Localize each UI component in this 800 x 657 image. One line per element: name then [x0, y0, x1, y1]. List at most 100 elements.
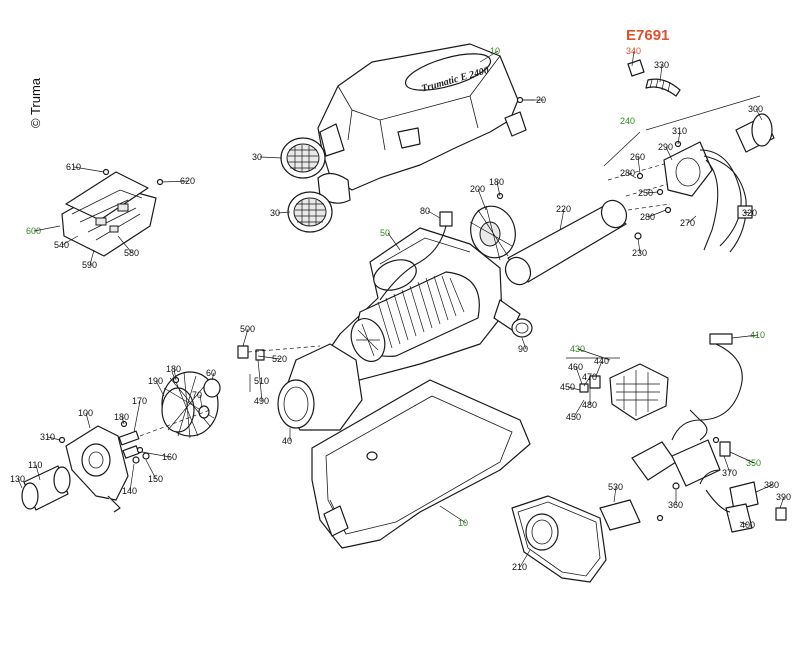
leader-line-30: [277, 211, 291, 214]
leader-line-370: [723, 455, 731, 474]
spring-140: [132, 456, 140, 464]
motor-130: [21, 465, 71, 511]
part-label-40: 40: [282, 436, 292, 446]
part-label-470: 470: [582, 372, 597, 382]
control-unit-350: [631, 333, 787, 533]
leader-line-290: [665, 146, 673, 161]
leader-line-400: [739, 521, 749, 526]
part-label-290: 290: [658, 142, 673, 152]
leader-line-10: [439, 505, 467, 524]
part-label-30: 30: [270, 208, 280, 218]
leader-line-260: [637, 156, 641, 175]
part-label-140: 140: [122, 486, 137, 496]
connector-block-430: [579, 363, 669, 421]
part-label-130: 130: [10, 474, 25, 484]
part-label-450: 450: [560, 382, 575, 392]
ring-90: [511, 318, 533, 338]
leader-line-390: [779, 496, 785, 509]
leader-line-10: [479, 50, 499, 63]
leader-line-250: [645, 191, 659, 194]
leader-line-410: [731, 334, 759, 339]
ignition-assembly: [627, 59, 775, 253]
leader-line-380: [755, 484, 773, 493]
leader-line-460: [575, 366, 583, 385]
part-label-60: 60: [206, 368, 216, 378]
leader-line-190: [155, 380, 165, 397]
part-label-500: 500: [240, 324, 255, 334]
washer-70: [198, 405, 210, 419]
leader-line-210: [519, 549, 531, 568]
diagram-code: E7691: [626, 27, 669, 44]
leader-line-320: [743, 211, 751, 214]
part-label-250: 250: [638, 188, 653, 198]
leader-line-180: [121, 416, 125, 425]
part-label-180: 180: [166, 364, 181, 374]
leader-line-270: [687, 215, 697, 224]
leader-line-330: [659, 64, 663, 83]
control-box-assembly: [61, 168, 164, 257]
part-label-580: 580: [124, 248, 139, 258]
leader-line-600: [33, 225, 61, 232]
part-label-540: 540: [54, 240, 69, 250]
bushing-60: [203, 378, 221, 398]
part-label-510: 510: [254, 376, 269, 386]
nut-150: [142, 452, 150, 460]
leader-line-180: [496, 181, 501, 197]
part-label-10: 10: [458, 518, 468, 528]
leader-line-470: [583, 376, 591, 387]
part-label-100: 100: [78, 408, 93, 418]
leader-line-580: [117, 235, 133, 254]
part-label-310: 310: [672, 126, 687, 136]
leader-line-310: [677, 130, 681, 145]
leader-line-350: [729, 451, 755, 464]
leader-line-80: [427, 210, 441, 219]
part-label-150: 150: [148, 474, 163, 484]
part-label-230: 230: [632, 248, 647, 258]
leader-line-110: [35, 464, 41, 481]
part-label-200: 200: [470, 184, 485, 194]
leader-line-130: [17, 478, 23, 489]
leader-line-60: [211, 372, 215, 381]
leader-line-450: [567, 386, 581, 391]
leader-line-160: [141, 451, 171, 458]
leader-line-180: [173, 368, 177, 381]
leader-line-150: [145, 459, 157, 480]
assembly-bracket-1: [645, 95, 761, 131]
label-leader-lines: [17, 50, 785, 568]
part-label-610: 610: [66, 162, 81, 172]
assembly-bracket-0: [603, 131, 641, 167]
part-label-280: 280: [620, 168, 635, 178]
leader-line-200: [477, 188, 487, 211]
part-label-460: 460: [568, 362, 583, 372]
part-label-30: 30: [252, 152, 262, 162]
part-label-190: 190: [148, 376, 163, 386]
part-label-300: 300: [748, 104, 763, 114]
motor-plate-100: [65, 425, 129, 513]
part-label-90: 90: [518, 344, 528, 354]
part-label-10: 10: [490, 46, 500, 56]
part-label-80: 80: [420, 206, 430, 216]
part-label-600: 600: [26, 226, 41, 236]
part-label-280: 280: [640, 212, 655, 222]
leader-line-310: [47, 436, 61, 441]
part-label-330: 330: [654, 60, 669, 70]
air-grille-upper: [280, 137, 326, 179]
part-label-180: 180: [114, 412, 129, 422]
leader-line-90: [521, 337, 527, 350]
leader-line-300: [755, 108, 763, 121]
part-label-430: 430: [570, 344, 585, 354]
part-label-590: 590: [82, 260, 97, 270]
cover-plate-210: [511, 495, 607, 583]
leader-line-440: [595, 360, 603, 377]
part-label-210: 210: [512, 562, 527, 572]
lower-housing-tray: [311, 379, 531, 549]
copyright-notice: © Truma: [28, 77, 43, 128]
leader-line-30: [259, 156, 283, 159]
part-label-480: 480: [582, 400, 597, 410]
part-label-370: 370: [722, 468, 737, 478]
heat-exchanger: [277, 227, 521, 431]
part-label-50: 50: [380, 228, 390, 238]
part-label-110: 110: [28, 460, 42, 470]
